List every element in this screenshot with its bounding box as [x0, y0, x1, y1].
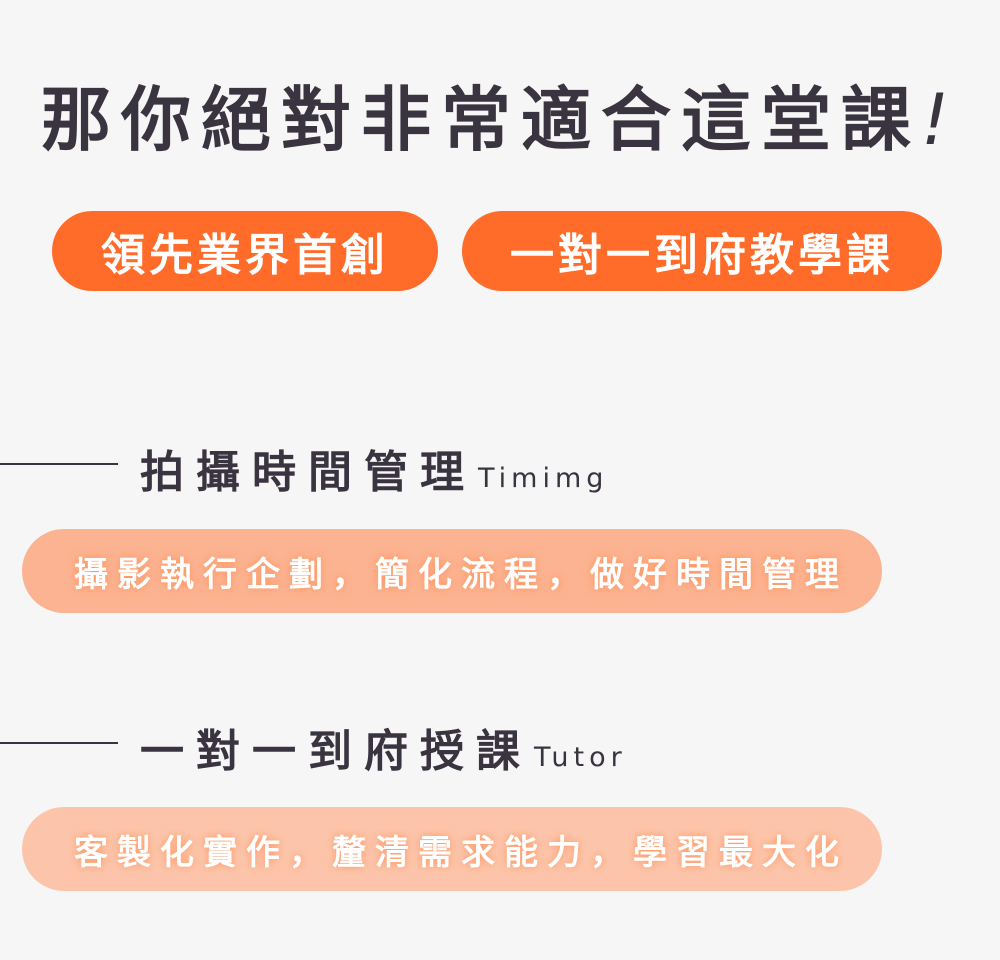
headline-exclaim: !	[920, 79, 960, 161]
feature-pill-one-on-one: 一對一到府教學課	[462, 211, 942, 291]
feature-pill-first: 領先業界首創	[52, 211, 438, 291]
section-divider-line	[0, 463, 118, 465]
feature-pill-label: 領先業界首創	[101, 230, 389, 281]
section-title-en: Timimg	[478, 463, 609, 494]
section-title-tutor: 一對一到府授課 Tutor	[140, 715, 627, 779]
section-banner-timing: 攝影執行企劃，簡化流程，做好時間管理	[22, 529, 882, 613]
section-title-text: 拍攝時間管理	[140, 447, 476, 498]
section-banner-text: 客製化實作，釐清需求能力，學習最大化	[74, 832, 848, 873]
section-title-timing: 拍攝時間管理 Timimg	[140, 436, 608, 500]
section-title-en: Tutor	[534, 742, 627, 773]
feature-pill-label: 一對一到府教學課	[510, 230, 894, 281]
section-divider-line	[0, 742, 118, 744]
headline-text: 那你絕對非常適合這堂課	[40, 79, 921, 161]
section-banner-tutor: 客製化實作，釐清需求能力，學習最大化	[22, 807, 882, 891]
headline: 那你絕對非常適合這堂課!	[0, 72, 1000, 168]
section-title-text: 一對一到府授課	[140, 726, 532, 777]
section-banner-text: 攝影執行企劃，簡化流程，做好時間管理	[74, 554, 848, 595]
